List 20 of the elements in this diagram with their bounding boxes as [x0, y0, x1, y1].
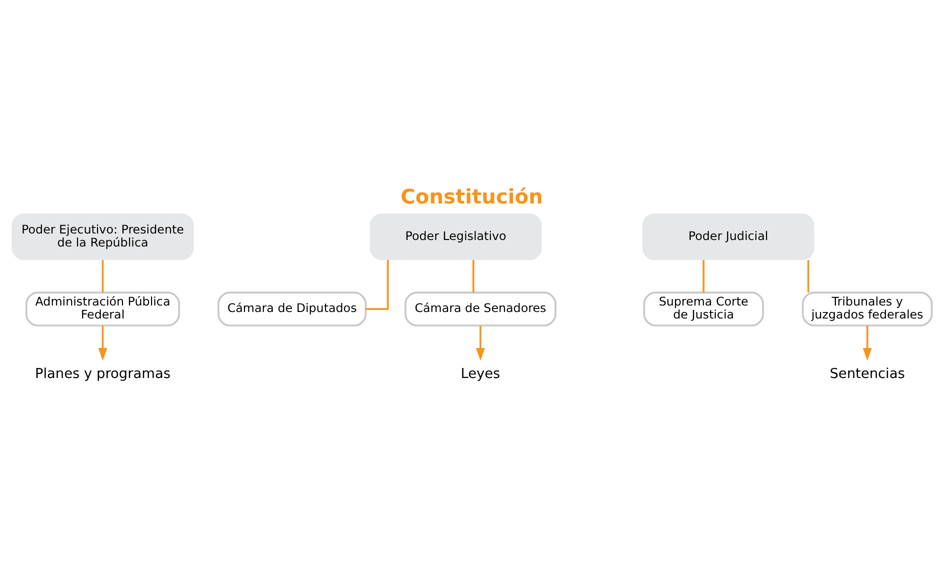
node-box: Poder Ejecutivo: Presidente de la República [12, 213, 194, 260]
node-text: Leyes [460, 366, 500, 382]
node-box: Cámara de Senadores [404, 292, 556, 326]
arrow [98, 326, 108, 361]
connector [702, 260, 705, 292]
connector [807, 260, 810, 292]
node-box: Tribunales y juzgados federales [802, 292, 933, 326]
node-text: Planes y programas [34, 366, 171, 382]
node-text: Sentencias [830, 366, 905, 382]
connector [366, 260, 389, 310]
node-box: Administración Pública Federal [25, 292, 180, 326]
arrow [862, 326, 872, 361]
connector [472, 260, 474, 292]
connector [102, 260, 104, 292]
arrow [476, 326, 485, 361]
node-box: Suprema Corte de Justicia [643, 292, 764, 326]
node-box: Cámara de Diputados [218, 292, 367, 326]
node-box: Poder Judicial [642, 213, 814, 260]
diagram-title: Constitución [400, 184, 543, 208]
node-box: Poder Legislativo [370, 213, 542, 260]
